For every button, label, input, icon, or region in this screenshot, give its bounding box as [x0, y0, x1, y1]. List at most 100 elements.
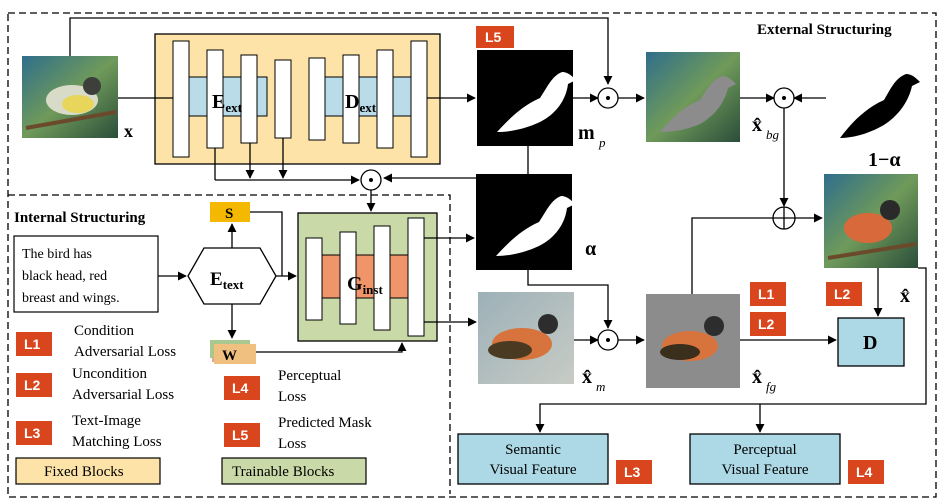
internal-structuring-frame [8, 194, 451, 494]
label-one-minus-alpha: 1−α [868, 149, 901, 171]
legend-l2-line2: Adversarial Loss [72, 387, 174, 403]
legend-badge-l3-text: L3 [24, 425, 41, 441]
semantic-feature-line2: Visual Feature [490, 462, 577, 478]
layer [373, 225, 391, 331]
internal-structuring-title: Internal Structuring [14, 210, 146, 226]
g-inst-label: Ginst [347, 273, 383, 297]
mask-silhouette [497, 72, 576, 132]
badge-l1 [750, 282, 786, 306]
legend-l4-line2: Loss [278, 389, 307, 405]
svg-text:x̂: x̂ [752, 114, 762, 136]
text-line1: The bird has [22, 247, 92, 262]
connector [691, 217, 773, 294]
label-xbg: x̂ bg [752, 114, 780, 142]
label-xfg: x̂ fg [752, 366, 777, 394]
legend-l3-line2: Matching Loss [72, 434, 162, 450]
layer [240, 54, 258, 144]
badge-l2-text: L2 [758, 316, 775, 332]
legend-l3-line1: Text-Image [72, 413, 141, 429]
legend-badge-l2-text: L2 [24, 377, 41, 393]
text-description-box [13, 235, 159, 313]
alpha-silhouette [496, 196, 575, 256]
legend-l1-line2: Adversarial Loss [74, 344, 176, 360]
foreground-image-xfg [646, 294, 740, 388]
background-image-xbg [646, 52, 740, 142]
external-structuring-frame [7, 12, 937, 498]
legend-l5-line2: Loss [278, 436, 307, 452]
foreground-image-xm [478, 292, 574, 384]
legend-badge-l4-text: L4 [232, 380, 249, 396]
w-label: W [222, 348, 237, 364]
legend-trainable-label: Trainable Blocks [232, 464, 335, 480]
layer [274, 59, 292, 139]
connector [256, 342, 407, 353]
legend-badge-l1-text: L1 [24, 336, 41, 352]
connector [69, 17, 613, 85]
legend-badge-l4 [224, 376, 260, 400]
connector [535, 267, 927, 433]
e-text-encoder [187, 247, 277, 305]
output-image-xhat [824, 174, 918, 268]
legend-badge-l2 [16, 373, 52, 397]
svg-text:p: p [598, 135, 606, 150]
s-label: S [225, 206, 233, 222]
badge-l5-text: L5 [485, 29, 502, 45]
layer [407, 217, 425, 337]
label-xm: x̂ m [582, 366, 605, 394]
legend-l2-line1: Uncondition [72, 366, 147, 382]
badge-l3-text: L3 [624, 464, 641, 480]
legend-badge-l1 [16, 332, 52, 356]
perceptual-visual-feature-box [689, 433, 841, 485]
label-mp: m p [578, 122, 606, 150]
connector [527, 270, 613, 329]
legend-trainable-blocks [221, 457, 367, 485]
badge-l2-xhat-text: L2 [834, 286, 851, 302]
label-x: x [124, 121, 133, 141]
w-block [214, 344, 256, 364]
legend-l4-line1: Perceptual [278, 368, 341, 384]
layer [342, 54, 360, 144]
layer [308, 57, 326, 141]
text-line2: black head, red [22, 269, 107, 284]
perceptual-feature-line1: Perceptual [733, 442, 796, 458]
svg-text:x̂: x̂ [582, 366, 592, 388]
layer [410, 40, 428, 158]
layer [305, 237, 323, 321]
e-ext-label: Eext [212, 91, 243, 115]
svg-text:m: m [596, 379, 605, 394]
input-image-x [22, 56, 118, 138]
semantic-visual-feature-box [457, 433, 609, 485]
perceptual-feature-line2: Visual Feature [722, 462, 809, 478]
legend-fixed-blocks [15, 457, 161, 485]
layer [339, 231, 357, 325]
inverse-alpha-silhouette [840, 74, 920, 138]
badge-l3 [616, 460, 652, 484]
legend-badge-l5 [224, 423, 260, 447]
layer [376, 49, 394, 149]
legend-l1-line1: Condition [74, 323, 135, 339]
connector [250, 211, 283, 276]
label-xhat: x̂ [900, 285, 910, 307]
e-text-label: Etext [210, 269, 244, 292]
legend-badge-l5-text: L5 [232, 427, 249, 443]
badge-l1-text: L1 [758, 286, 775, 302]
legend-badge-l3 [16, 421, 52, 445]
badge-l4 [848, 460, 884, 484]
legend-l5-line1: Predicted Mask [278, 415, 372, 431]
text-line3: breast and wings. [22, 291, 120, 306]
d-ext-inner [324, 76, 421, 117]
badge-l2 [750, 312, 786, 336]
badge-l5 [476, 26, 514, 48]
svg-text:fg: fg [766, 379, 777, 394]
layer [172, 40, 190, 158]
svg-text:m: m [578, 122, 595, 144]
d-ext-label: Dext [345, 91, 377, 115]
badge-l4-text: L4 [856, 464, 873, 480]
s-block [210, 202, 250, 222]
label-alpha: α [585, 238, 596, 260]
badge-l2-xhat [826, 282, 862, 306]
svg-text:x̂: x̂ [752, 366, 762, 388]
external-structuring-title: External Structuring [757, 22, 892, 38]
svg-text:bg: bg [766, 127, 780, 142]
